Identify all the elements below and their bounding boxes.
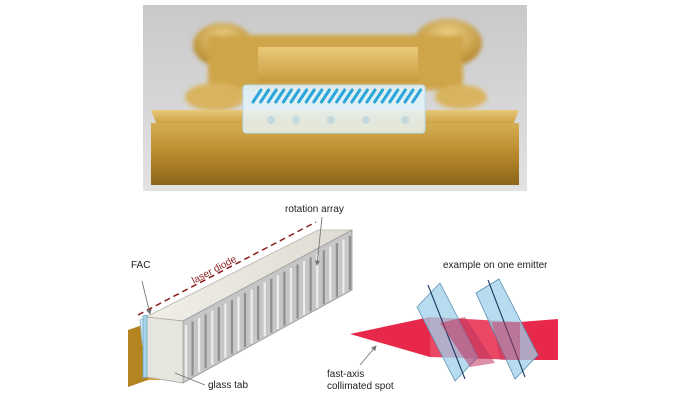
label-fast-axis-line1: fast-axis <box>327 369 364 380</box>
rotation-array-body <box>142 229 353 384</box>
emitter-highlight <box>327 88 339 104</box>
blurred-background-parts <box>185 19 487 111</box>
lens-dots <box>267 116 409 124</box>
rotated-beam-segment <box>440 317 520 367</box>
emitter-highlight <box>342 88 354 104</box>
emitter-highlight <box>395 88 407 104</box>
glass-tab-leader-line <box>174 372 206 386</box>
emitter-highlight <box>380 88 392 104</box>
emitter-highlight <box>304 88 316 104</box>
laser-diode-dashed-line <box>137 221 317 316</box>
emitter-highlight <box>251 88 263 104</box>
emitter-highlight <box>319 88 331 104</box>
fast-axis-leader-line <box>359 345 377 366</box>
emitter-highlight <box>365 88 377 104</box>
emitter-highlights <box>251 88 423 104</box>
emitter-highlight <box>297 88 309 104</box>
lens-dot <box>401 116 409 124</box>
label-rotation-array: rotation array <box>285 204 344 215</box>
label-example-one-emitter: example on one emitter <box>443 260 548 271</box>
lens-dot <box>292 116 300 124</box>
emitter-highlight <box>274 88 286 104</box>
label-fac: FAC <box>131 260 150 271</box>
emitter-highlight <box>335 88 347 104</box>
lens-dot <box>362 116 370 124</box>
emitter-highlight <box>357 88 369 104</box>
rotation-plate-right <box>475 278 539 380</box>
emitter-highlight <box>411 88 423 104</box>
label-glass-tab: glass tab <box>208 380 248 391</box>
schematic-diagram: rotation array laser diode FAC glass tab… <box>128 204 558 392</box>
emitter-highlight <box>312 88 324 104</box>
emitter-highlight <box>403 88 415 104</box>
lens-dot <box>267 116 275 124</box>
label-fast-axis-line2: collimated spot <box>327 381 394 392</box>
rotation-array-leader-line <box>314 216 323 266</box>
lens-dot <box>327 116 335 124</box>
emitter-highlight <box>259 88 271 104</box>
emitter-highlight <box>388 88 400 104</box>
emitter-highlight <box>350 88 362 104</box>
emitter-highlight <box>266 88 278 104</box>
fac-leader-line <box>141 280 152 315</box>
brass-raised-block <box>258 47 418 82</box>
emitter-highlight <box>373 88 385 104</box>
emitter-highlight <box>281 88 293 104</box>
emitter-highlight <box>289 88 301 104</box>
product-photo <box>143 5 527 191</box>
array-stripes <box>184 236 352 379</box>
